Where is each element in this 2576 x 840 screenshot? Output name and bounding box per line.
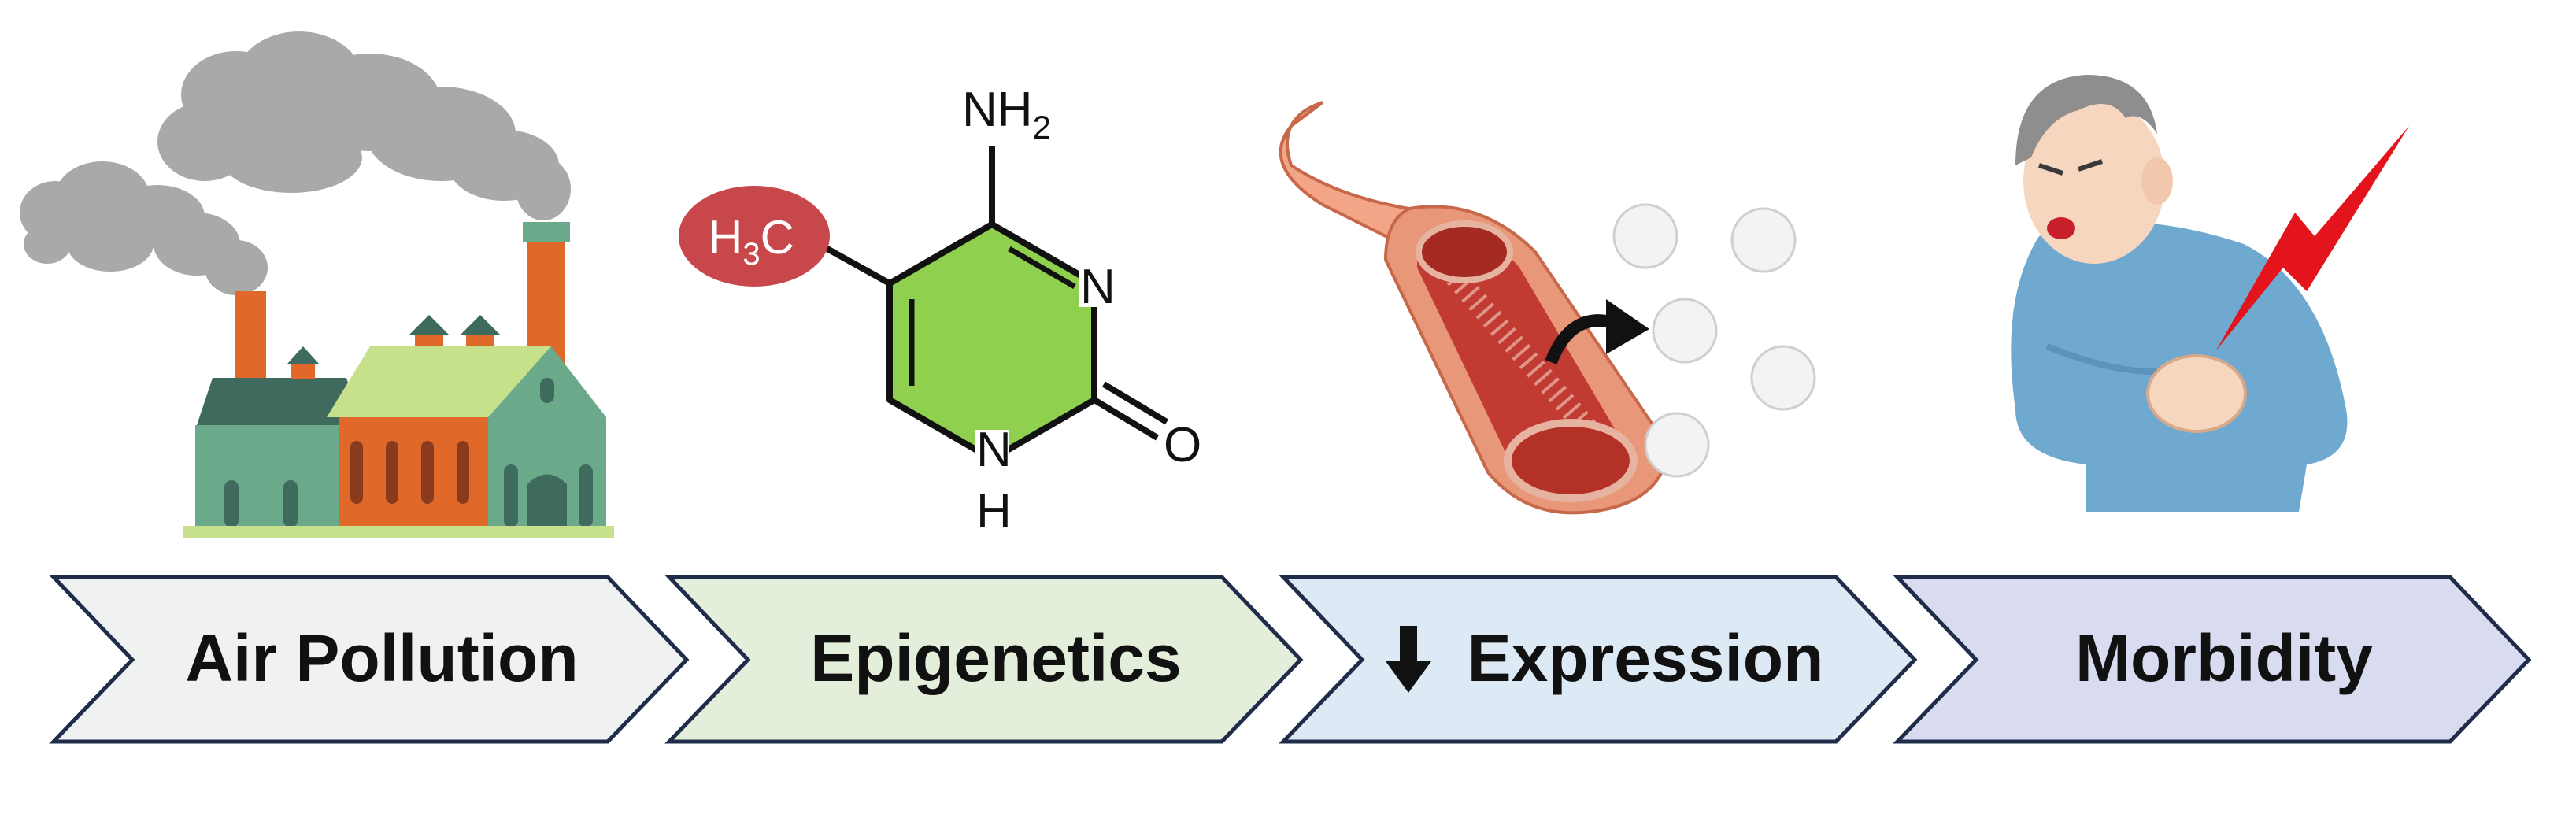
svg-text:NH2: NH2 (962, 83, 1051, 146)
step-chevron-2: Epigenetics (664, 575, 1304, 744)
step-chevron-4: Morbidity (1893, 575, 2532, 744)
ring-nh-h: H (976, 484, 1012, 538)
ring-nh-n: N (976, 423, 1012, 477)
methyl-sub: 3 (742, 237, 760, 272)
carbonyl-o: O (1164, 418, 1201, 472)
step-label-expression: Expression (1468, 621, 1824, 695)
methylcytosine-icon: H3C NH2 N N H O (679, 83, 1201, 538)
chevron-shape (1279, 575, 1918, 744)
step-chevron-3: Expression (1279, 575, 1918, 744)
step-label-morbidity: Morbidity (2075, 621, 2373, 695)
step-label-air-pollution: Air Pollution (185, 621, 578, 695)
step-chevron-1: Air Pollution (49, 575, 690, 744)
chevron-shape (664, 575, 1304, 744)
factory-icon (20, 31, 614, 538)
methyl-h: H (709, 211, 742, 264)
svg-text:H3C: H3C (709, 211, 794, 272)
ring-n: N (1080, 260, 1116, 314)
lightning-icon (2216, 126, 2409, 350)
sick-man-icon (2011, 75, 2409, 512)
amine-nh: NH (962, 83, 1033, 137)
chevron-shape (1893, 575, 2532, 744)
methyl-c: C (761, 211, 794, 264)
chevron-shape (49, 575, 690, 744)
amine-sub: 2 (1033, 109, 1051, 146)
down-arrow-icon (1386, 626, 1431, 693)
step-label-epigenetics: Epigenetics (810, 621, 1181, 695)
blood-vessel-icon (1279, 101, 1816, 515)
methyl-group (679, 186, 830, 287)
